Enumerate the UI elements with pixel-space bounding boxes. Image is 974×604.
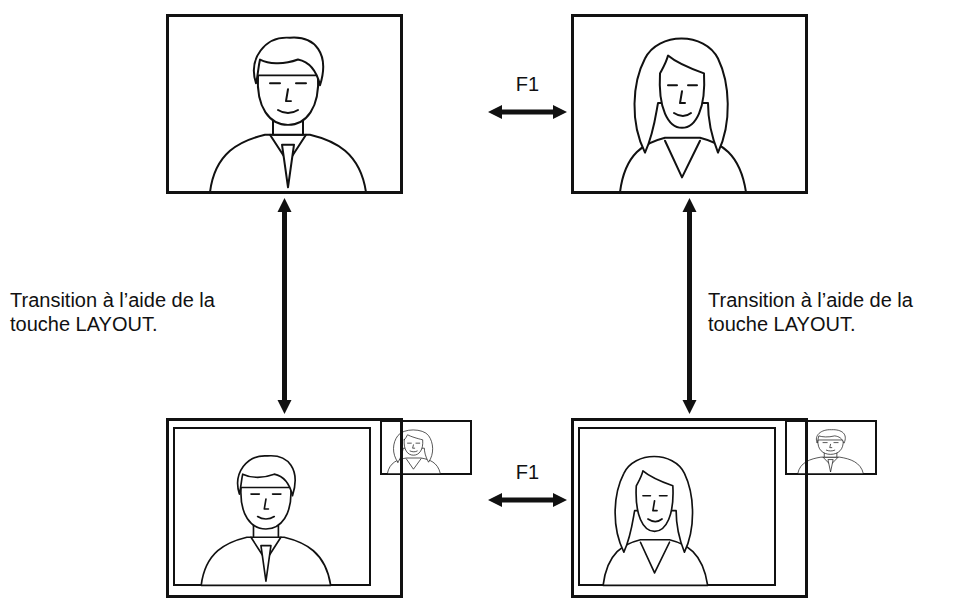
arrow-head [683, 400, 697, 414]
double-arrow [278, 198, 292, 414]
arrow-label-text: Transition à l’aide de la touche LAYOUT. [708, 289, 913, 335]
arrow-head [553, 105, 567, 119]
screen-box [571, 14, 808, 194]
arrow-shaft [282, 210, 287, 402]
screen-box [166, 418, 403, 598]
screen-box [166, 14, 403, 194]
arrow-label: F1 [516, 460, 539, 484]
double-arrow [488, 493, 567, 507]
arrow-label-text: Transition à l’aide de la touche LAYOUT. [10, 289, 215, 335]
arrow-label-text: F1 [516, 461, 539, 483]
double-arrow [488, 105, 567, 119]
arrow-head [488, 105, 502, 119]
arrow-head [278, 400, 292, 414]
arrow-label: Transition à l’aide de la touche LAYOUT. [10, 288, 240, 336]
arrow-label: F1 [516, 72, 539, 96]
arrow-head [278, 198, 292, 212]
arrow-label-text: F1 [516, 73, 539, 95]
arrow-shaft [500, 110, 555, 115]
arrow-head [488, 493, 502, 507]
arrow-head [553, 493, 567, 507]
arrow-label: Transition à l’aide de la touche LAYOUT. [708, 288, 948, 336]
double-arrow [683, 198, 697, 414]
screen-box [571, 418, 808, 598]
arrow-shaft [687, 210, 692, 402]
arrow-head [683, 198, 697, 212]
arrow-shaft [500, 498, 555, 503]
